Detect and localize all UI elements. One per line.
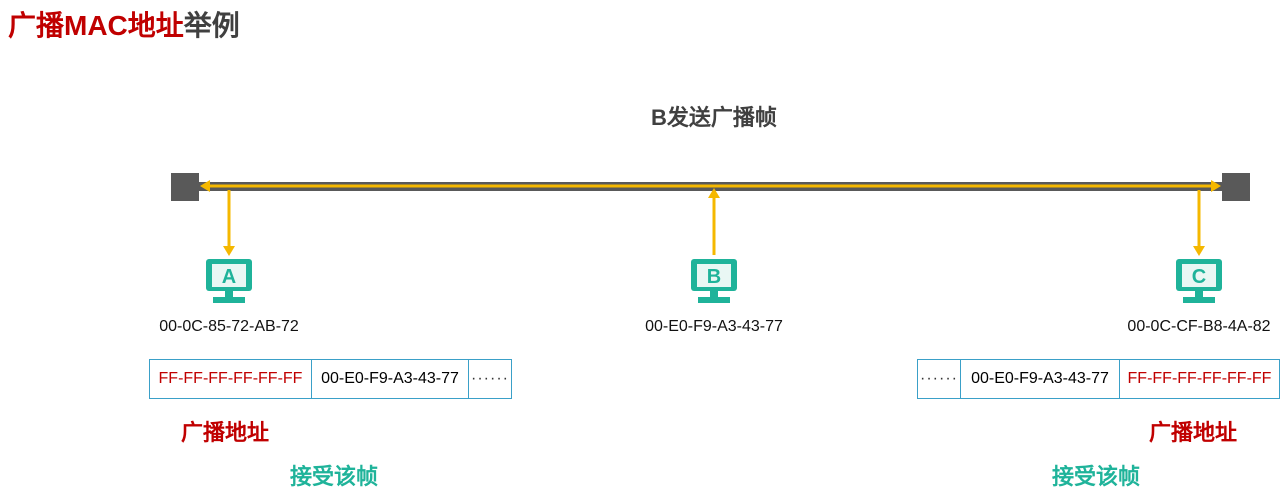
frame-right-dest: FF-FF-FF-FF-FF-FF xyxy=(1127,370,1272,387)
accept-frame-label-left: 接受该帧 xyxy=(290,464,379,489)
host-b-letter: B xyxy=(707,266,721,288)
title-main: 广播MAC地址 xyxy=(8,10,184,41)
signal-arrow-b-up xyxy=(708,188,720,198)
broadcast-address-label-right: 广播地址 xyxy=(1149,420,1238,445)
host-a-mac: 00-0C-85-72-AB-72 xyxy=(159,318,299,335)
host-a-computer-icon: A xyxy=(206,259,252,303)
signal-paths xyxy=(200,180,1221,256)
signal-arrow-c-down xyxy=(1193,246,1205,256)
host-c-computer-icon: C xyxy=(1176,259,1222,303)
diagram-subtitle: B发送广播帧 xyxy=(651,105,777,130)
frame-right: ······ 00-E0-F9-A3-43-77 FF-FF-FF-FF-FF-… xyxy=(917,359,1280,399)
bus-terminator-right xyxy=(1222,173,1250,201)
host-c-letter: C xyxy=(1192,266,1206,288)
signal-arrow-a-down xyxy=(223,246,235,256)
accept-frame-label-right: 接受该帧 xyxy=(1052,464,1141,489)
host-b-mac: 00-E0-F9-A3-43-77 xyxy=(645,318,783,335)
frame-right-rest: ······ xyxy=(918,360,961,398)
title-suffix: 举例 xyxy=(183,10,240,41)
host-b-computer-icon: B xyxy=(691,259,737,303)
bus-terminator-left xyxy=(171,173,199,201)
frame-left-src: 00-E0-F9-A3-43-77 xyxy=(312,360,469,398)
frame-right-src: 00-E0-F9-A3-43-77 xyxy=(961,360,1120,398)
page-title: 广播MAC地址举例 xyxy=(8,4,240,44)
frame-left-dest: FF-FF-FF-FF-FF-FF xyxy=(150,360,312,398)
frame-left-rest: ······ xyxy=(471,370,509,387)
frame-left: FF-FF-FF-FF-FF-FF 00-E0-F9-A3-43-77 ····… xyxy=(149,359,512,399)
signal-arrow-left xyxy=(200,180,210,192)
host-c-mac: 00-0C-CF-B8-4A-82 xyxy=(1127,318,1271,335)
host-a-letter: A xyxy=(222,266,236,288)
broadcast-address-label-left: 广播地址 xyxy=(181,420,270,445)
signal-arrow-right xyxy=(1211,180,1221,192)
